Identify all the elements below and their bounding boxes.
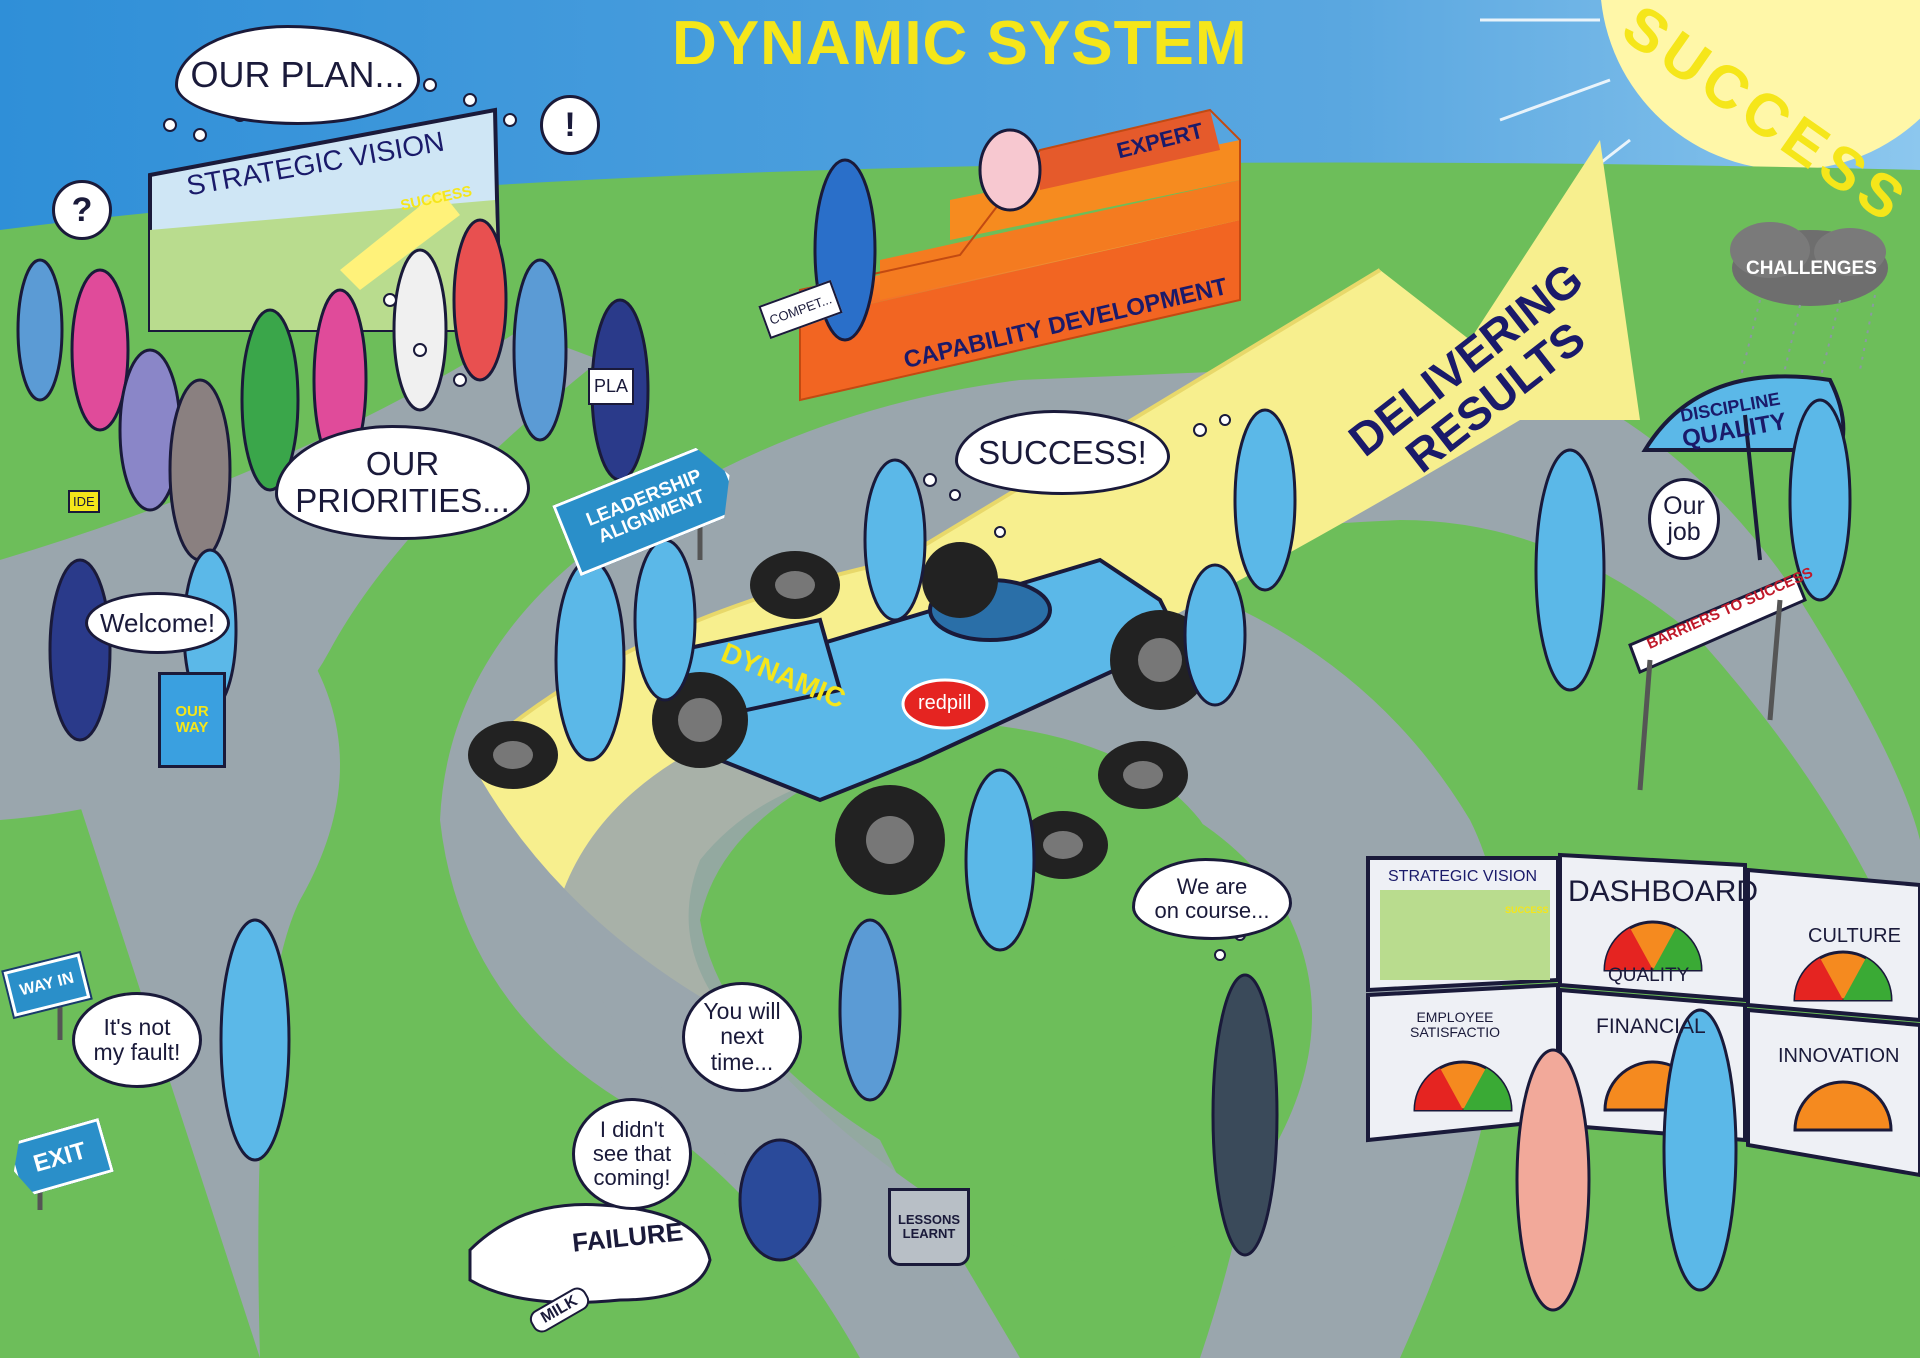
you-will-line1: You will (703, 998, 781, 1025)
idea-card: IDE (68, 490, 100, 513)
welcome-bubble: Welcome! (85, 592, 230, 654)
bucket-line2: LEARNT (902, 1226, 956, 1241)
bucket-line1: LESSONS (897, 1211, 961, 1227)
sun (1601, 0, 1920, 170)
pit-success-text: SUCCESS! (978, 433, 1147, 471)
page-title: DYNAMIC SYSTEM (672, 9, 1248, 78)
dash-success-tiny: SUCCESS (1505, 905, 1549, 915)
you-will-bubble: You will next time... (682, 982, 802, 1092)
exclaim-bubble: ! (540, 95, 600, 155)
not-my-fault-line2: my fault! (93, 1039, 181, 1065)
umbrella (1641, 374, 1846, 452)
dash-employee: EMPLOYEE SATISFACTIO (1410, 1009, 1500, 1041)
question-bubble: ? (52, 180, 112, 240)
lessons-bucket: LESSONS LEARNT (888, 1188, 970, 1266)
dash-strategic-vision: STRATEGIC VISION (1388, 868, 1538, 885)
didnt-see-line1: I didn't (599, 1116, 665, 1142)
crowd (16, 128, 1852, 1312)
dash-culture: CULTURE (1808, 925, 1901, 947)
dash-financial: FINANCIAL (1596, 1015, 1706, 1038)
our-priorities-bubble: OUR PRIORITIES... (275, 425, 530, 540)
you-will-line2: next (720, 1023, 764, 1050)
car-brand-label: redpill (918, 692, 972, 714)
question-mark: ? (71, 190, 93, 229)
on-course-line1: We are (1176, 873, 1248, 899)
way-in-text: WAY IN (18, 969, 76, 1000)
exclaim-mark: ! (564, 105, 576, 144)
book-line2: WAY (175, 719, 209, 736)
book-line1: OUR (175, 702, 209, 720)
capability-steps (799, 108, 1241, 402)
dash-innovation: INNOVATION (1778, 1045, 1900, 1067)
plan-sign: PLA (588, 368, 635, 405)
on-course-bubble: We are on course... (1132, 858, 1292, 940)
dash-quality: QUALITY (1608, 965, 1690, 986)
our-job-line2: job (1667, 518, 1701, 546)
our-plan-bubble: OUR PLAN... (175, 25, 420, 125)
didnt-see-line3: coming! (593, 1165, 671, 1191)
barrier (1628, 573, 1807, 791)
you-will-line3: time... (710, 1048, 774, 1075)
our-way-book: OUR WAY (158, 672, 226, 768)
didnt-see-line2: see that (592, 1140, 672, 1166)
priorities-line2: PRIORITIES... (295, 481, 510, 519)
pit-success-bubble: SUCCESS! (955, 410, 1170, 495)
not-my-fault-bubble: It's not my fault! (72, 992, 202, 1088)
priorities-line1: OUR (365, 445, 440, 483)
dash-dashboard: DASHBOARD (1568, 875, 1759, 908)
race-car (652, 542, 1210, 895)
challenges-label: CHALLENGES (1746, 258, 1877, 279)
dash-employee-line2: SATISFACTIO (1410, 1024, 1500, 1041)
didnt-see-bubble: I didn't see that coming! (572, 1098, 692, 1210)
our-plan-text: OUR PLAN... (190, 54, 405, 95)
welcome-text: Welcome! (99, 607, 216, 638)
on-course-line2: on course... (1154, 898, 1270, 923)
our-job-bubble: Our job (1648, 478, 1720, 560)
milk-puddle (468, 1203, 712, 1304)
not-my-fault-line1: It's not (103, 1013, 171, 1040)
our-job-line1: Our (1663, 491, 1705, 520)
exit-text: EXIT (30, 1137, 90, 1178)
dash-employee-line1: EMPLOYEE (1416, 1009, 1494, 1025)
